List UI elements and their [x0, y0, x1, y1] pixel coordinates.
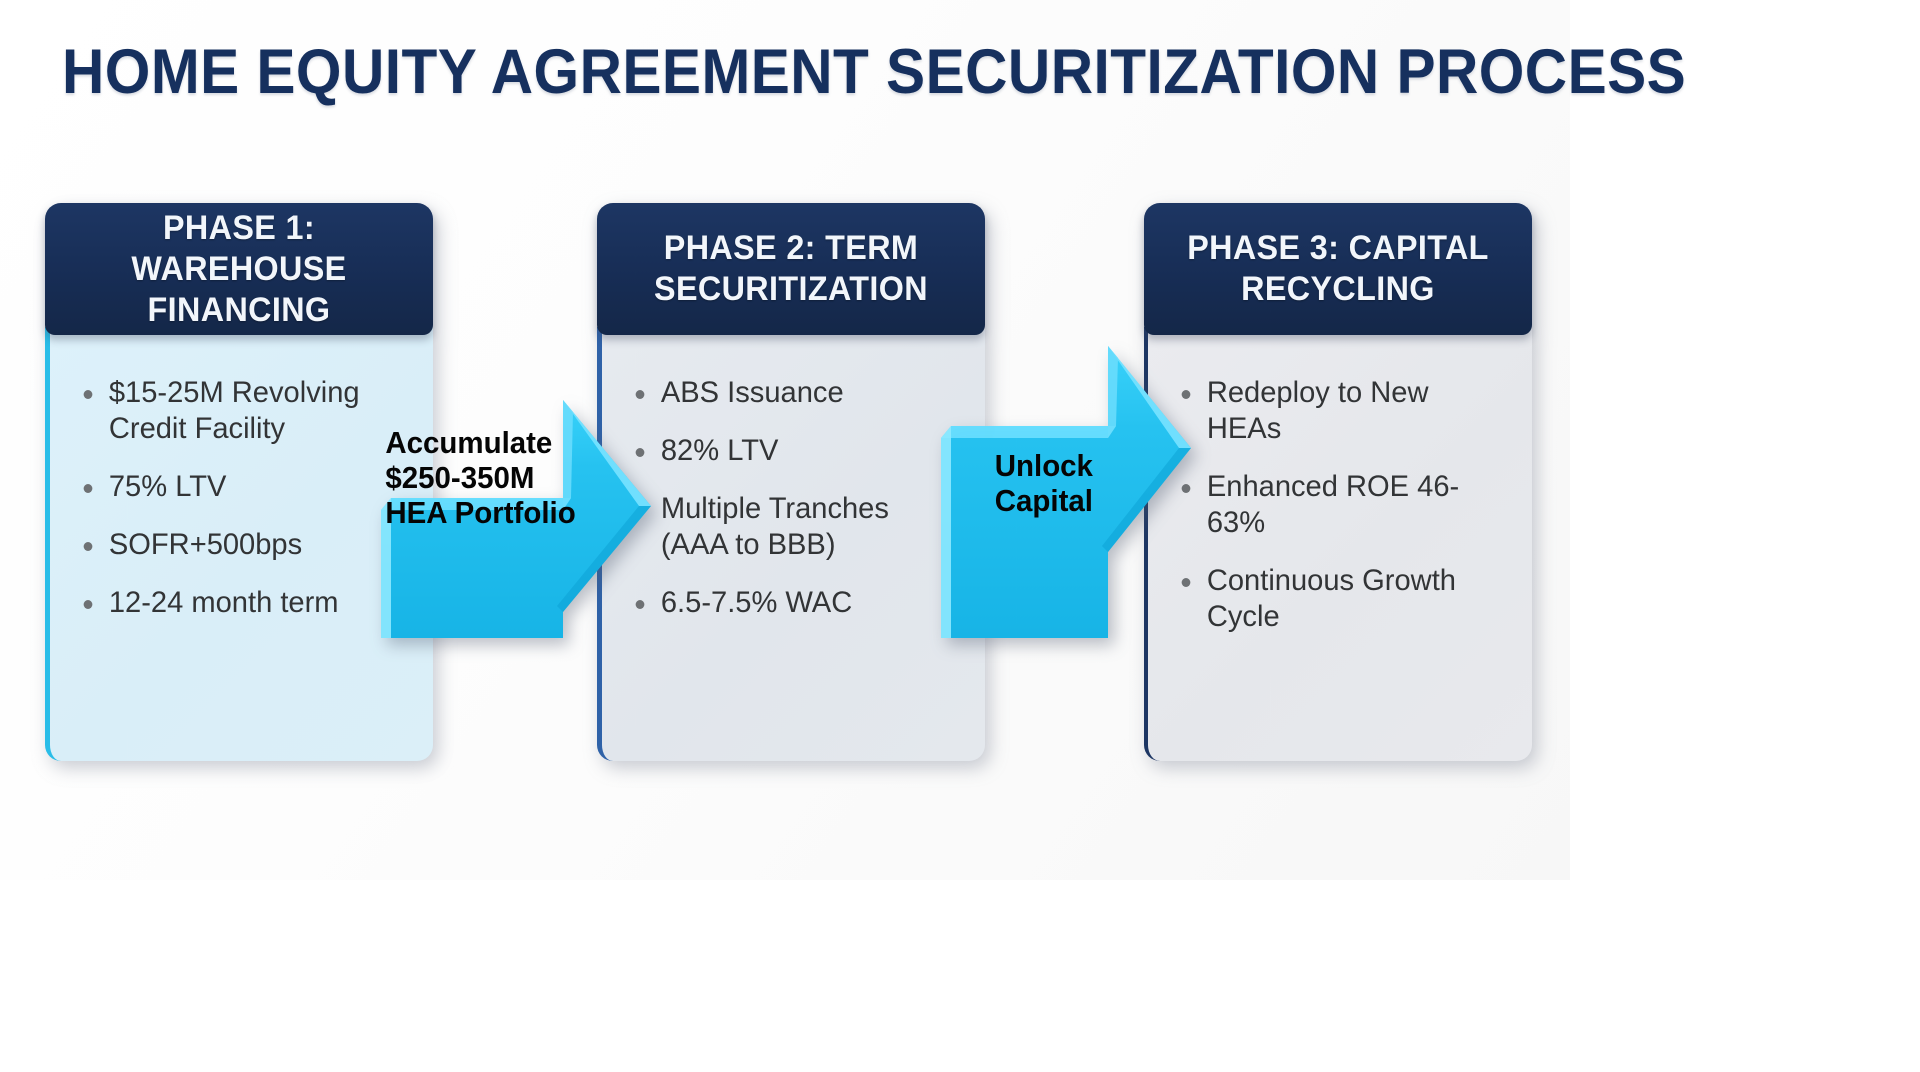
bullet-dot-icon [83, 542, 93, 551]
flow-arrow-2 [933, 338, 1198, 638]
phase-3-header: PHASE 3: CAPITAL RECYCLING [1144, 203, 1532, 335]
phase-2-body: ABS Issuance 82% LTV Multiple Tranches (… [597, 327, 985, 761]
bullet-text: Redeploy to New HEAs [1206, 376, 1429, 445]
bullet-text: Continuous Growth Cycle [1206, 564, 1456, 633]
bullet-dot-icon [83, 390, 93, 399]
page-title: HOME EQUITY AGREEMENT SECURITIZATION PRO… [62, 37, 1687, 107]
list-item: 12-24 month term [72, 585, 397, 621]
bullet-dot-icon [1181, 390, 1191, 399]
phase-2-header-label: PHASE 2: TERM SECURITIZATION [654, 229, 928, 308]
phase-1-bullet-list: $15-25M Revolving Credit Facility 75% LT… [72, 375, 407, 621]
list-item: $15-25M Revolving Credit Facility [72, 375, 397, 447]
phase-1-body: $15-25M Revolving Credit Facility 75% LT… [45, 327, 433, 761]
phase-1-header: PHASE 1: WAREHOUSE FINANCING [45, 203, 433, 335]
list-item: Redeploy to New HEAs [1170, 375, 1496, 447]
list-item: 6.5-7.5% WAC [624, 585, 949, 621]
bullet-text: 82% LTV [660, 434, 779, 467]
bullet-text: ABS Issuance [660, 376, 844, 409]
bullet-dot-icon [635, 390, 645, 399]
flow-arrow-1 [373, 338, 658, 638]
bullet-text: $15-25M Revolving Credit Facility [108, 376, 360, 445]
bullet-dot-icon [635, 448, 645, 457]
phase-2-header: PHASE 2: TERM SECURITIZATION [597, 203, 985, 335]
phase-card-1: PHASE 1: WAREHOUSE FINANCING $15-25M Rev… [45, 203, 433, 761]
bullet-text: Multiple Tranches (AAA to BBB) [660, 492, 889, 561]
bullet-dot-icon [1181, 578, 1191, 587]
bullet-dot-icon [635, 600, 645, 609]
phase-3-body: Redeploy to New HEAs Enhanced ROE 46-63%… [1144, 327, 1532, 761]
list-item: 82% LTV [624, 433, 949, 469]
diagram-canvas: HOME EQUITY AGREEMENT SECURITIZATION PRO… [0, 0, 1687, 880]
list-item: ABS Issuance [624, 375, 949, 411]
bullet-text: SOFR+500bps [108, 528, 303, 561]
phase-1-header-label: PHASE 1: WAREHOUSE FINANCING [131, 208, 347, 329]
phase-card-2: PHASE 2: TERM SECURITIZATION ABS Issuanc… [597, 203, 985, 761]
phase-3-bullet-list: Redeploy to New HEAs Enhanced ROE 46-63%… [1170, 375, 1506, 635]
list-item: Continuous Growth Cycle [1170, 563, 1496, 635]
bullet-text: Enhanced ROE 46-63% [1206, 470, 1460, 539]
list-item: Multiple Tranches (AAA to BBB) [624, 491, 949, 563]
phase-3-header-label: PHASE 3: CAPITAL RECYCLING [1187, 229, 1489, 308]
list-item: SOFR+500bps [72, 527, 397, 563]
bullet-text: 6.5-7.5% WAC [660, 586, 853, 619]
list-item: 75% LTV [72, 469, 397, 505]
bullet-dot-icon [83, 600, 93, 609]
bullet-text: 75% LTV [108, 470, 227, 503]
list-item: Enhanced ROE 46-63% [1170, 469, 1496, 541]
bullet-dot-icon [83, 484, 93, 493]
phase-card-3: PHASE 3: CAPITAL RECYCLING Redeploy to N… [1144, 203, 1532, 761]
bullet-dot-icon [1181, 484, 1191, 493]
phase-2-bullet-list: ABS Issuance 82% LTV Multiple Tranches (… [624, 375, 959, 621]
bullet-text: 12-24 month term [108, 586, 339, 619]
